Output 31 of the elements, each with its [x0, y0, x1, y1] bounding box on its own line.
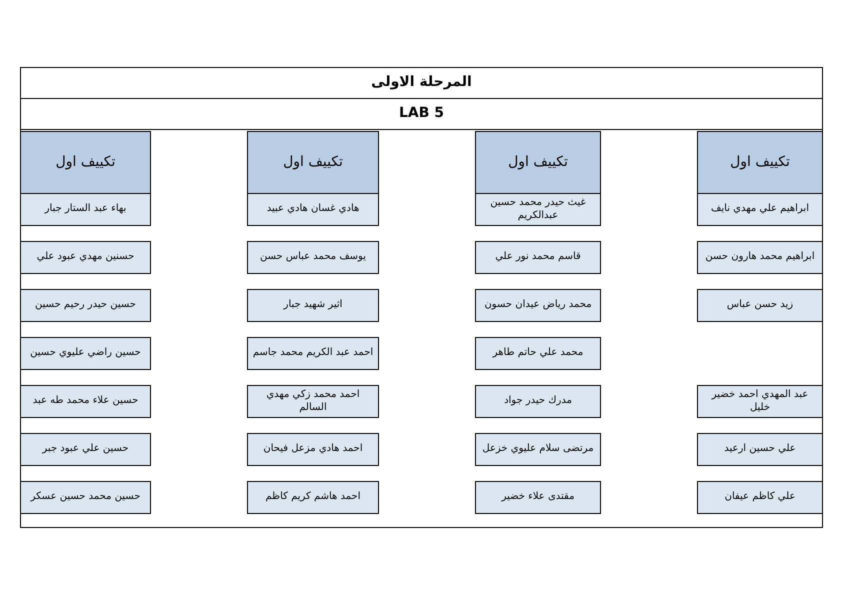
name-box: حسين محمد حسين عسكر — [20, 481, 151, 514]
name-box: اثير شهيد جبار — [247, 289, 379, 322]
column-header: تكييف اول — [697, 131, 823, 194]
column-header: تكييف اول — [20, 131, 151, 194]
name-box: عبد المهدي احمد خضير خليل — [697, 385, 823, 418]
name-box: قاسم محمد نور علي — [475, 241, 601, 274]
name-box: حسين راضي عليوي حسين — [20, 337, 151, 370]
name-box: حسين علي عبود جبر — [20, 433, 151, 466]
name-box: مقتدى علاء خضير — [475, 481, 601, 514]
name-box: احمد عبد الكريم محمد جاسم — [247, 337, 379, 370]
name-box: هادي غسان هادي عبيد — [247, 193, 379, 226]
name-box: زيد حسن عباس — [697, 289, 823, 322]
name-box: احمد هاشم كريم كاظم — [247, 481, 379, 514]
name-box: مرتضى سلام عليوي خزعل — [475, 433, 601, 466]
name-box: بهاء عبد الستار جبار — [20, 193, 151, 226]
name-box: ابراهيم محمد هارون حسن — [697, 241, 823, 274]
name-box: حسنين مهدي عبود علي — [20, 241, 151, 274]
name-box: محمد رياض عيدان حسون — [475, 289, 601, 322]
name-box: مدرك حيدر جواد — [475, 385, 601, 418]
name-box: حسين حيدر رحيم حسين — [20, 289, 151, 322]
name-box: علي كاظم عيفان — [697, 481, 823, 514]
name-box: محمد علي حاتم طاهر — [475, 337, 601, 370]
name-box: يوسف محمد عباس حسن — [247, 241, 379, 274]
name-box: احمد هادي مزعل فيحان — [247, 433, 379, 466]
column-header: تكييف اول — [247, 131, 379, 194]
column-header: تكييف اول — [475, 131, 601, 194]
name-box: علي حسين ارعيد — [697, 433, 823, 466]
name-box: حسين علاء محمد طه عبد — [20, 385, 151, 418]
name-box: غيث حيدر محمد حسين عبدالكريم — [475, 193, 601, 226]
name-box: احمد محمد زكي مهدي السالم — [247, 385, 379, 418]
name-box: ابراهيم علي مهدي نايف — [697, 193, 823, 226]
